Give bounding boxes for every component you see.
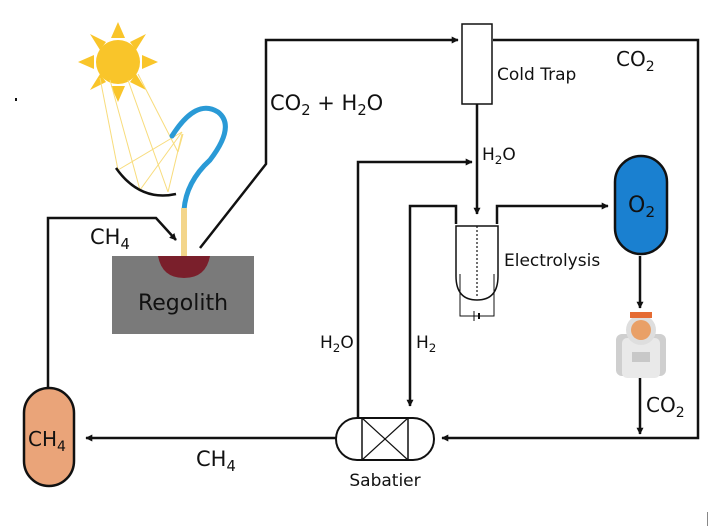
astronaut-icon <box>616 312 666 378</box>
h2o-side-label: H2O <box>320 333 354 355</box>
electrolysis-label: Electrolysis <box>504 251 600 271</box>
line-ch4-to-regolith <box>46 216 177 390</box>
sabatier-reactor <box>335 417 435 461</box>
ch4-tank-label: CH4 <box>28 427 66 455</box>
light-rays <box>99 73 184 193</box>
line-co2-to-sabatier <box>441 38 700 442</box>
h2o-trap-label: H2O <box>482 145 516 167</box>
co2-h2o-label: CO2 + H2O <box>270 91 383 119</box>
line-regolith-to-coldtrap <box>199 36 459 249</box>
cold-trap <box>461 23 493 105</box>
sabatier-label: Sabatier <box>349 471 420 491</box>
stray-mark <box>707 512 708 526</box>
o2-tank <box>613 154 669 256</box>
solar-concentrator-dish <box>114 167 177 197</box>
line-o2-to-tank <box>495 202 609 224</box>
melt-pool <box>158 256 210 278</box>
stray-mark <box>15 98 17 101</box>
co2-astronaut-label: CO2 <box>646 393 685 421</box>
ch4-regolith-label: CH4 <box>90 225 130 253</box>
line-h2-to-sabatier <box>406 204 458 407</box>
battery-icon <box>473 311 480 321</box>
regolith-label: Regolith <box>138 291 228 316</box>
ch4-tank <box>22 386 76 488</box>
line-water-return <box>356 158 473 422</box>
sun-icon <box>78 22 158 102</box>
fiber-tip <box>181 208 187 256</box>
o2-tank-label: O2 <box>628 193 655 221</box>
electrolysis-cell <box>455 225 499 317</box>
cold-trap-label: Cold Trap <box>497 65 576 85</box>
h2-side-label: H2 <box>416 333 436 355</box>
optical-fiber <box>169 105 228 213</box>
co2-top-label: CO2 <box>616 47 655 75</box>
ch4-bottom-label: CH4 <box>196 447 236 475</box>
